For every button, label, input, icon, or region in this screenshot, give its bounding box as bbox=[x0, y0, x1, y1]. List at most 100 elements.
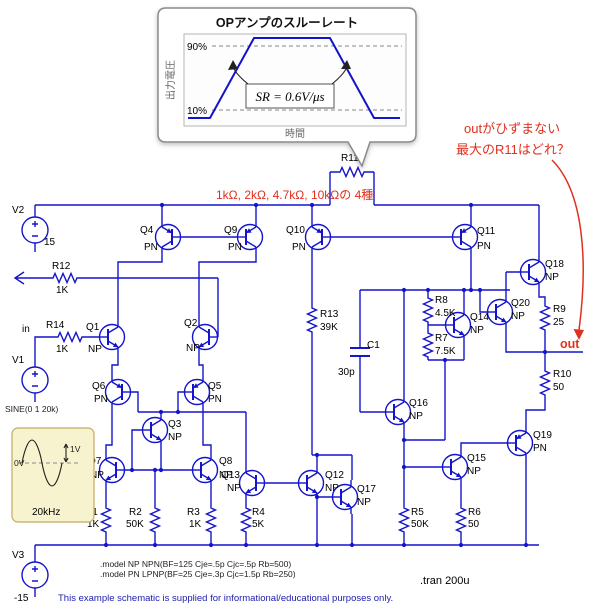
label-r3-ref: R3 bbox=[187, 507, 200, 518]
label-q4-ref: Q4 bbox=[140, 225, 154, 236]
label-q3-ref: Q3 bbox=[168, 419, 182, 430]
label-v2-value: 15 bbox=[44, 237, 56, 248]
label-q11-type: PN bbox=[477, 241, 491, 252]
transistor-q6 bbox=[104, 374, 132, 410]
note-amplitude-label: 1V bbox=[70, 444, 81, 454]
graph-frame bbox=[183, 33, 407, 127]
capacitor-c1 bbox=[350, 347, 370, 357]
source-v2 bbox=[21, 216, 49, 244]
label-q4-type: PN bbox=[144, 242, 158, 253]
slew-rate-callout: OPアンプのスルーレート 90% 10% SR = 0.6V/μs 出力電圧 時… bbox=[157, 7, 417, 168]
label-q5-type: PN bbox=[208, 394, 222, 405]
label-c1-ref: C1 bbox=[367, 340, 380, 351]
resistor-r12 bbox=[49, 272, 81, 284]
sr-arrow-right bbox=[331, 68, 347, 85]
label-q16-type: NP bbox=[409, 411, 423, 422]
question-line1: outがひずまない bbox=[464, 121, 560, 136]
source-v3 bbox=[21, 561, 49, 589]
label-q10-ref: Q10 bbox=[286, 225, 305, 236]
label-q13-ref: Q13 bbox=[221, 470, 240, 481]
resistor-r5 bbox=[398, 504, 410, 536]
label-q1-ref: Q1 bbox=[86, 322, 100, 333]
label-q8-ref: Q8 bbox=[219, 456, 233, 467]
label-r11-ref: R11 bbox=[341, 153, 359, 164]
transistor-q15 bbox=[441, 449, 469, 485]
label-r5-ref: R5 bbox=[411, 507, 424, 518]
source-v1 bbox=[21, 366, 49, 394]
label-r7-value: 7.5K bbox=[435, 346, 456, 357]
label-r5-value: 50K bbox=[411, 519, 429, 530]
label-q11-ref: Q11 bbox=[477, 226, 496, 237]
out-pointer-arrow bbox=[551, 159, 584, 331]
label-r9-value: 25 bbox=[553, 317, 565, 328]
label-q13-type: NP bbox=[227, 483, 241, 494]
transistor-q1 bbox=[98, 319, 126, 355]
label-q12-type: NP bbox=[325, 483, 339, 494]
sr-arrow-left bbox=[233, 68, 249, 85]
resistor-r4 bbox=[240, 504, 252, 536]
voltage-sources bbox=[21, 216, 49, 589]
label-q17-ref: Q17 bbox=[357, 484, 376, 495]
label-v1-value: SINE(0 1 20k) bbox=[5, 404, 59, 414]
slew-waveform bbox=[188, 37, 400, 119]
resistor-r8 bbox=[422, 294, 434, 326]
transistor-q12 bbox=[297, 465, 325, 501]
label-v3-value: -15 bbox=[14, 593, 29, 604]
label-r4-ref: R4 bbox=[252, 507, 265, 518]
r11-options-text: 1kΩ, 2kΩ, 4.7kΩ, 10kΩの 4種 bbox=[216, 188, 373, 202]
label-q19-ref: Q19 bbox=[533, 430, 552, 441]
transistor-q16 bbox=[384, 394, 412, 430]
x-axis-label: 時間 bbox=[285, 128, 305, 140]
transistor-q10 bbox=[304, 219, 332, 255]
label-q1-type: NP bbox=[88, 344, 102, 355]
model-np-directive: .model NP NPN(BF=125 Cje=.5p Cjc=.5p Rb=… bbox=[100, 559, 291, 569]
label-q2-ref: Q2 bbox=[184, 318, 198, 329]
note-freq-label: 20kHz bbox=[32, 507, 60, 518]
label-q12-ref: Q12 bbox=[325, 470, 344, 481]
model-pn-directive: .model PN LPNP(BF=25 Cje=.3p Cjc=1.5p Rb… bbox=[100, 569, 296, 579]
transistor-q19 bbox=[506, 425, 534, 461]
sine-wave-sketch bbox=[21, 439, 63, 487]
label-r2-value: 50K bbox=[126, 519, 144, 530]
label-q7-type: NP bbox=[90, 470, 104, 481]
label-r14-value: 1K bbox=[56, 344, 69, 355]
input-signal-note: 0V 1V 20kHz bbox=[11, 427, 95, 523]
label-r2-ref: R2 bbox=[129, 507, 142, 518]
label-r6-value: 50 bbox=[468, 519, 480, 530]
label-r10-value: 50 bbox=[553, 382, 565, 393]
label-r1-value: 1K bbox=[87, 519, 100, 530]
tran-directive: .tran 200u bbox=[420, 575, 470, 587]
wires bbox=[13, 171, 583, 597]
resistor-r13 bbox=[306, 304, 318, 336]
label-q20-ref: Q20 bbox=[511, 298, 530, 309]
label-q15-type: NP bbox=[467, 466, 481, 477]
label-q14-type: NP bbox=[470, 325, 484, 336]
sr-formula-text: SR = 0.6V/μs bbox=[255, 89, 324, 104]
label-c1-value: 30p bbox=[338, 367, 355, 378]
label-r9-ref: R9 bbox=[553, 304, 566, 315]
label-v1-ref: V1 bbox=[12, 355, 25, 366]
sr-formula-box bbox=[245, 83, 335, 109]
label-q19-type: PN bbox=[533, 443, 547, 454]
label-r12-ref: R12 bbox=[52, 261, 71, 272]
label-q9-ref: Q9 bbox=[224, 225, 238, 236]
label-q10-type: PN bbox=[292, 242, 306, 253]
transistor-q3 bbox=[141, 412, 169, 448]
y-axis-label: 出力電圧 bbox=[164, 60, 177, 100]
junction-dots bbox=[103, 202, 548, 548]
label-v3-ref: V3 bbox=[12, 550, 25, 561]
out-pointer-arrowhead bbox=[573, 329, 584, 340]
resistor-r11 bbox=[336, 166, 368, 178]
label-q17-type: NP bbox=[357, 497, 371, 508]
out-net-label: out bbox=[560, 337, 580, 351]
resistor-r3 bbox=[205, 504, 217, 536]
transistor-q11 bbox=[451, 219, 479, 255]
label-q8-type: NP bbox=[219, 470, 233, 481]
sr-arrowhead-right bbox=[341, 60, 351, 69]
note-zero-label: 0V bbox=[14, 458, 25, 468]
label-r6-ref: R6 bbox=[468, 507, 481, 518]
label-r3-value: 1K bbox=[189, 519, 202, 530]
label-v2-ref: V2 bbox=[12, 205, 25, 216]
red-annotations: outがひずまない 最大のR11はどれ？ 1kΩ, 2kΩ, 4.7kΩ, 10… bbox=[216, 121, 584, 351]
